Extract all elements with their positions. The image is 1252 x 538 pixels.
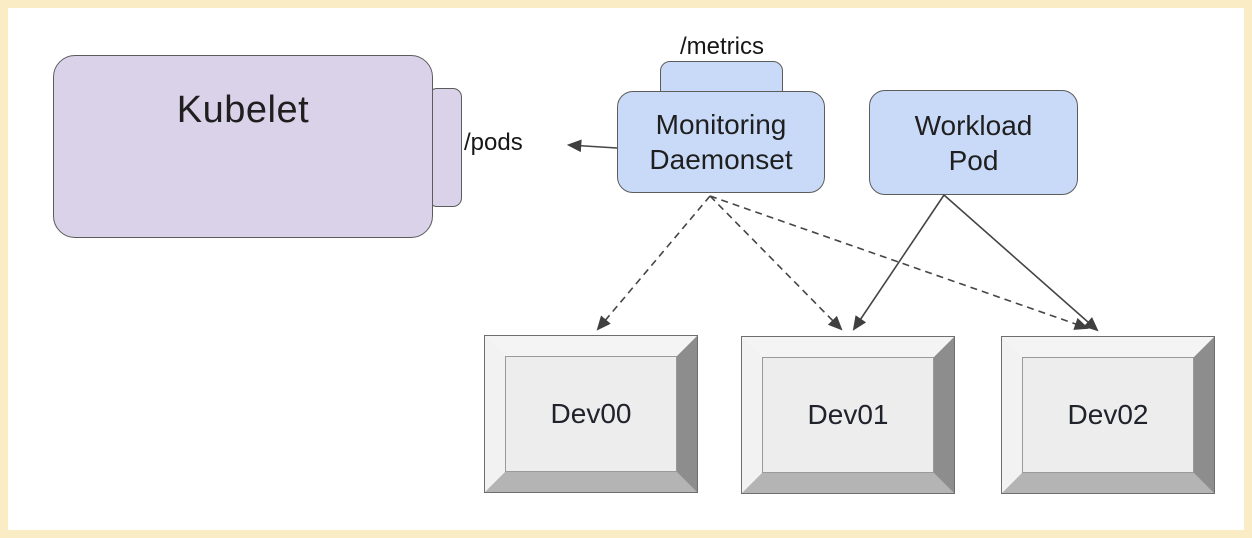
arrow-monitoring-to-dev01 xyxy=(709,195,843,331)
metrics-endpoint-label: /metrics xyxy=(680,33,764,60)
device-node-dev02: Dev02 xyxy=(1001,336,1215,494)
arrow-monitoring-to-pods xyxy=(566,139,618,153)
device-label: Dev01 xyxy=(807,399,889,430)
workload-pod-node: Workload Pod xyxy=(869,90,1078,195)
device-node-dev00: Dev00 xyxy=(484,335,698,493)
arrow-workload-to-dev02 xyxy=(943,194,1099,332)
workload-pod-label: Workload Pod xyxy=(914,109,1033,176)
monitoring-daemonset-label: Monitoring Daemonset xyxy=(649,109,793,175)
pods-endpoint-label: /pods xyxy=(464,129,523,156)
device-label: Dev00 xyxy=(550,398,632,429)
kubelet-node: Kubelet xyxy=(53,55,433,238)
arrow-monitoring-to-dev02 xyxy=(709,195,1090,330)
device-node-dev01: Dev01 xyxy=(741,336,955,494)
arrow-workload-to-dev01 xyxy=(852,194,945,331)
monitoring-daemonset-node: Monitoring Daemonset xyxy=(617,91,825,193)
device-label: Dev02 xyxy=(1067,399,1149,430)
arrow-monitoring-to-dev00 xyxy=(596,195,711,331)
kubelet-label: Kubelet xyxy=(176,89,310,131)
